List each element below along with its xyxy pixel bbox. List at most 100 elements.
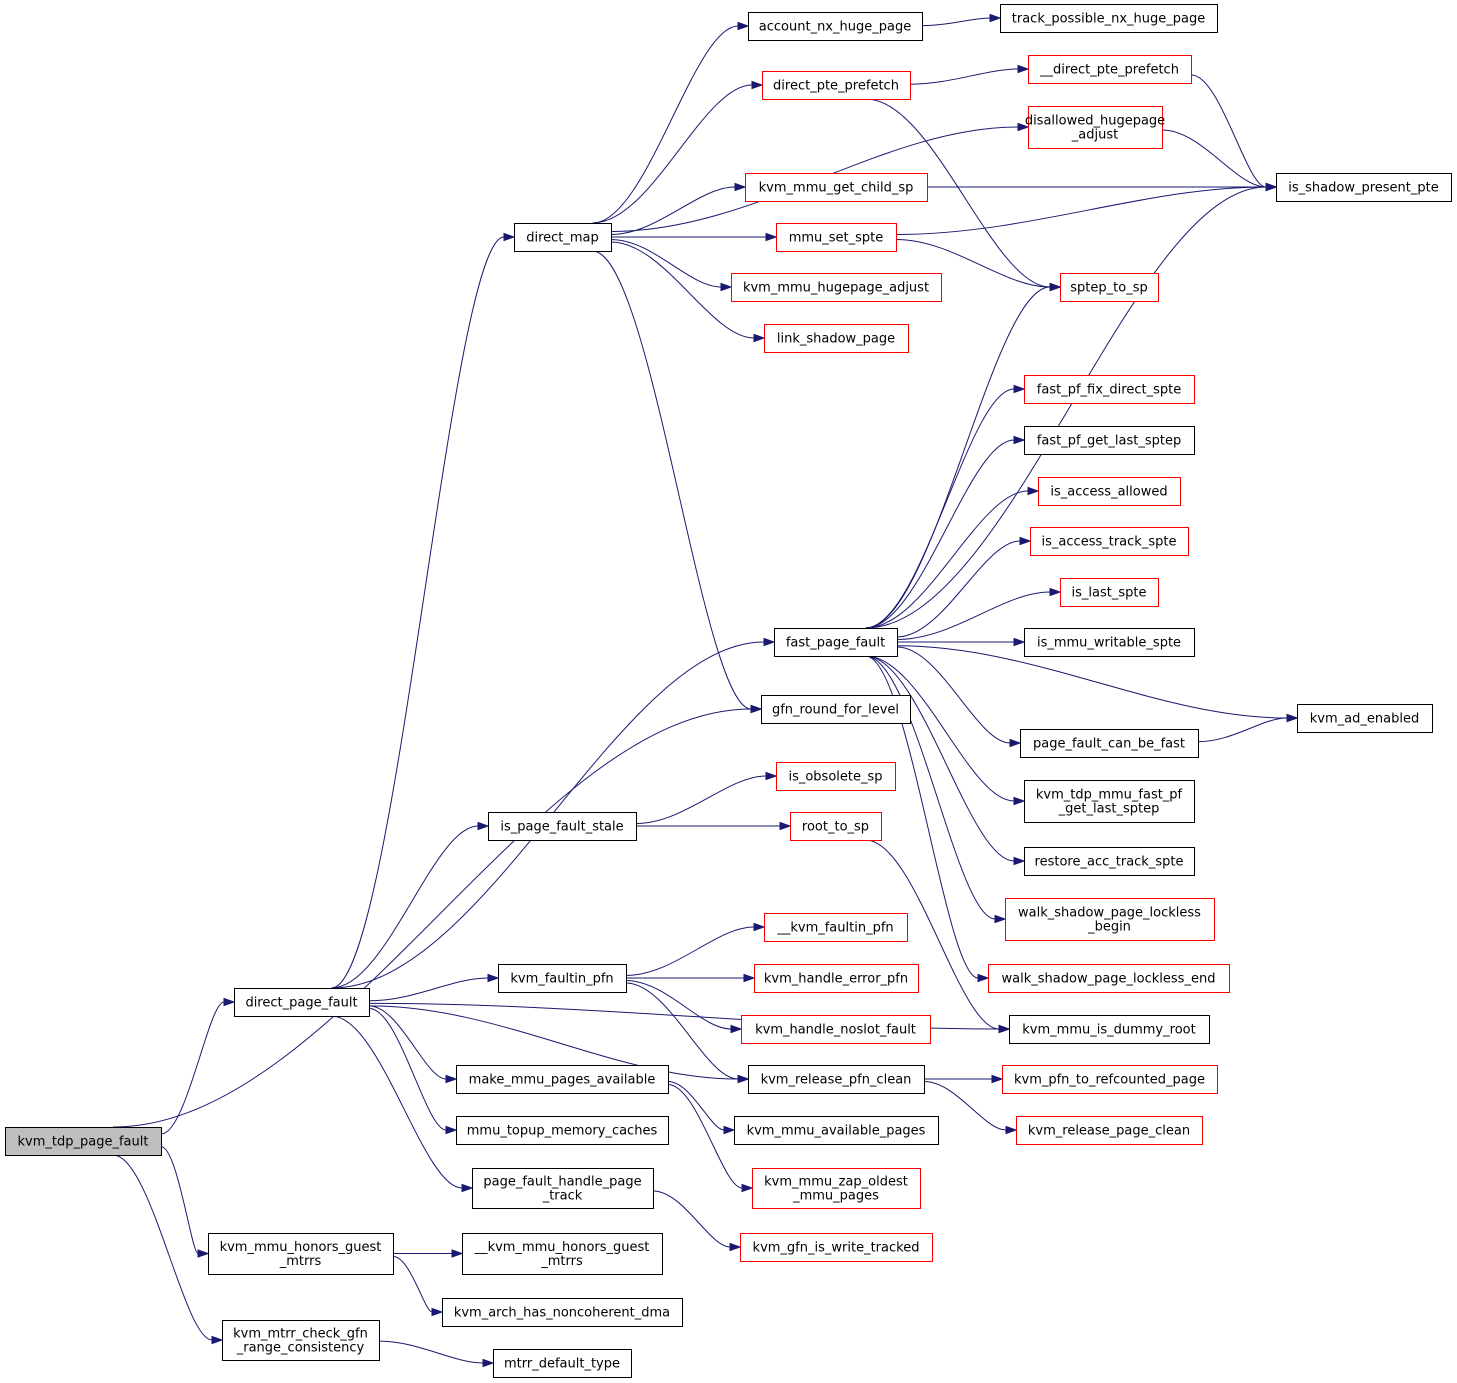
node-gfn_round_for_level[interactable]: gfn_round_for_level — [761, 695, 911, 724]
node-is_page_fault_stale[interactable]: is_page_fault_stale — [488, 812, 637, 841]
node-is_obsolete_sp[interactable]: is_obsolete_sp — [776, 762, 896, 791]
node-mtrr_default_type[interactable]: mtrr_default_type — [493, 1349, 632, 1378]
node-direct_page_fault[interactable]: direct_page_fault — [234, 988, 370, 1017]
node-mmu_set_spte[interactable]: mmu_set_spte — [776, 223, 897, 252]
edge-fast_page_fault-to-fast_pf_get_last_sptep — [865, 435, 1026, 629]
node-is_last_spte[interactable]: is_last_spte — [1060, 578, 1159, 607]
node-kvm_mtrr_check_gfn_range_consistency[interactable]: kvm_mtrr_check_gfn_range_consistency — [222, 1320, 380, 1361]
edge-fast_page_fault-to-kvm_ad_enabled — [896, 645, 1299, 723]
node-__kvm_mmu_honors_guest_mtrrs[interactable]: __kvm_mmu_honors_guest_mtrrs — [462, 1233, 663, 1275]
node-kvm_gfn_is_write_tracked[interactable]: kvm_gfn_is_write_tracked — [740, 1233, 933, 1262]
node-kvm_pfn_to_refcounted_page[interactable]: kvm_pfn_to_refcounted_page — [1002, 1065, 1218, 1094]
node-box — [774, 628, 898, 657]
edge-line — [1190, 74, 1267, 188]
edge-arrowhead — [734, 182, 747, 192]
node-kvm_mmu_zap_oldest_mmu_pages[interactable]: kvm_mmu_zap_oldest_mmu_pages — [752, 1168, 921, 1209]
edge-line — [896, 645, 1288, 719]
node-label: kvm_tdp_page_fault — [18, 1135, 149, 1150]
node-kvm_release_page_clean[interactable]: kvm_release_page_clean — [1016, 1116, 1203, 1145]
node-__direct_pte_prefetch[interactable]: __direct_pte_prefetch — [1028, 55, 1192, 84]
edge-arrowhead — [1049, 282, 1062, 292]
edge-line — [895, 239, 1051, 288]
node-box — [208, 1233, 394, 1275]
node-label: is_access_allowed — [1050, 485, 1167, 500]
node-track_possible_nx_huge_page[interactable]: track_possible_nx_huge_page — [1000, 4, 1218, 33]
node-walk_shadow_page_lockless_end[interactable]: walk_shadow_page_lockless_end — [988, 964, 1230, 993]
node-__kvm_faultin_pfn[interactable]: __kvm_faultin_pfn — [764, 913, 908, 942]
node-page_fault_can_be_fast[interactable]: page_fault_can_be_fast — [1020, 729, 1199, 758]
edge-line — [625, 982, 739, 1080]
edge-direct_page_fault-to-direct_map — [331, 232, 516, 989]
node-kvm_mmu_get_child_sp[interactable]: kvm_mmu_get_child_sp — [745, 173, 928, 202]
edge-line — [368, 1007, 447, 1131]
node-label: kvm_mtrr_check_gfn — [233, 1327, 368, 1342]
node-kvm_mmu_available_pages[interactable]: kvm_mmu_available_pages — [734, 1116, 939, 1145]
node-box — [988, 964, 1230, 993]
node-kvm_faultin_pfn[interactable]: kvm_faultin_pfn — [498, 964, 627, 993]
edge-arrowhead — [998, 1024, 1011, 1034]
edge-line — [625, 926, 755, 976]
edge-arrowhead — [977, 973, 990, 983]
edge-__direct_pte_prefetch-to-is_shadow_present_pte — [1190, 74, 1278, 192]
node-mmu_topup_memory_caches[interactable]: mmu_topup_memory_caches — [456, 1116, 669, 1145]
edge-arrowhead — [723, 1125, 736, 1135]
edge-kvm_tdp_page_fault-to-gfn_round_for_level — [112, 704, 763, 1128]
node-kvm_handle_noslot_fault[interactable]: kvm_handle_noslot_fault — [741, 1015, 931, 1044]
node-kvm_tdp_page_fault[interactable]: kvm_tdp_page_fault — [5, 1127, 162, 1156]
edge-fast_page_fault-to-is_access_track_spte — [896, 536, 1032, 638]
node-label: kvm_handle_noslot_fault — [755, 1023, 916, 1038]
node-kvm_mmu_is_dummy_root[interactable]: kvm_mmu_is_dummy_root — [1009, 1015, 1210, 1044]
node-direct_map[interactable]: direct_map — [514, 223, 612, 252]
edge-line — [896, 540, 1021, 638]
node-label: disallowed_hugepage — [1025, 114, 1165, 129]
node-is_access_allowed[interactable]: is_access_allowed — [1038, 477, 1181, 506]
edge-line — [667, 1083, 743, 1189]
node-fast_pf_get_last_sptep[interactable]: fast_pf_get_last_sptep — [1024, 426, 1195, 455]
node-restore_acc_track_spte[interactable]: restore_acc_track_spte — [1024, 847, 1195, 876]
node-kvm_tdp_mmu_fast_pf_get_last_sptep[interactable]: kvm_tdp_mmu_fast_pf_get_last_sptep — [1024, 780, 1195, 823]
node-label: make_mmu_pages_available — [469, 1073, 656, 1088]
node-is_access_track_spte[interactable]: is_access_track_spte — [1030, 527, 1189, 556]
node-layer: kvm_tdp_page_fault direct_page_fault kvm_m… — [5, 4, 1452, 1378]
node-box — [456, 1116, 669, 1145]
node-kvm_mmu_hugepage_adjust[interactable]: kvm_mmu_hugepage_adjust — [731, 273, 942, 302]
node-box — [498, 964, 627, 993]
node-page_fault_handle_page_track[interactable]: page_fault_handle_page_track — [472, 1168, 654, 1209]
node-label: kvm_mmu_available_pages — [747, 1124, 926, 1139]
node-direct_pte_prefetch[interactable]: direct_pte_prefetch — [762, 71, 911, 100]
node-box — [748, 12, 923, 41]
node-is_shadow_present_pte[interactable]: is_shadow_present_pte — [1276, 173, 1452, 202]
node-walk_shadow_page_lockless_begin[interactable]: walk_shadow_page_lockless_begin — [1005, 898, 1215, 941]
node-fast_pf_fix_direct_spte[interactable]: fast_pf_fix_direct_spte — [1024, 375, 1195, 404]
edge-direct_map-to-link_shadow_page — [610, 241, 766, 343]
edge-line — [865, 655, 979, 979]
edge-line — [865, 98, 1051, 288]
node-label: restore_acc_track_spte — [1035, 855, 1184, 870]
node-kvm_ad_enabled[interactable]: kvm_ad_enabled — [1297, 704, 1433, 733]
node-sptep_to_sp[interactable]: sptep_to_sp — [1060, 273, 1159, 302]
edge-arrowhead — [729, 1242, 742, 1252]
edge-layer — [112, 13, 1299, 1368]
edge-line — [592, 25, 739, 224]
node-kvm_handle_error_pfn[interactable]: kvm_handle_error_pfn — [754, 964, 919, 993]
edge-arrowhead — [461, 1183, 474, 1193]
edge-arrowhead — [737, 21, 750, 31]
node-kvm_release_pfn_clean[interactable]: kvm_release_pfn_clean — [748, 1065, 925, 1094]
node-make_mmu_pages_available[interactable]: make_mmu_pages_available — [456, 1065, 669, 1094]
node-disallowed_hugepage_adjust[interactable]: disallowed_hugepage_adjust — [1025, 106, 1165, 149]
node-link_shadow_page[interactable]: link_shadow_page — [764, 324, 909, 353]
node-label: walk_shadow_page_lockless — [1018, 906, 1201, 921]
node-fast_page_fault[interactable]: fast_page_fault — [774, 628, 898, 657]
node-kvm_arch_has_noncoherent_dma[interactable]: kvm_arch_has_noncoherent_dma — [442, 1298, 683, 1327]
node-is_mmu_writable_spte[interactable]: is_mmu_writable_spte — [1024, 628, 1195, 657]
edge-disallowed_hugepage_adjust-to-is_shadow_present_pte — [1161, 129, 1278, 192]
node-root_to_sp[interactable]: root_to_sp — [790, 812, 882, 841]
node-box — [1002, 1065, 1218, 1094]
node-account_nx_huge_page[interactable]: account_nx_huge_page — [748, 12, 923, 41]
edge-line — [160, 1146, 199, 1254]
node-kvm_mmu_honors_guest_mtrrs[interactable]: kvm_mmu_honors_guest_mtrrs — [208, 1233, 394, 1275]
edge-kvm_faultin_pfn-to-kvm_handle_error_pfn — [626, 973, 756, 983]
node-label: kvm_release_page_clean — [1028, 1124, 1190, 1139]
node-label: is_page_fault_stale — [500, 820, 623, 835]
edge-fast_page_fault-to-is_access_allowed — [865, 486, 1040, 629]
